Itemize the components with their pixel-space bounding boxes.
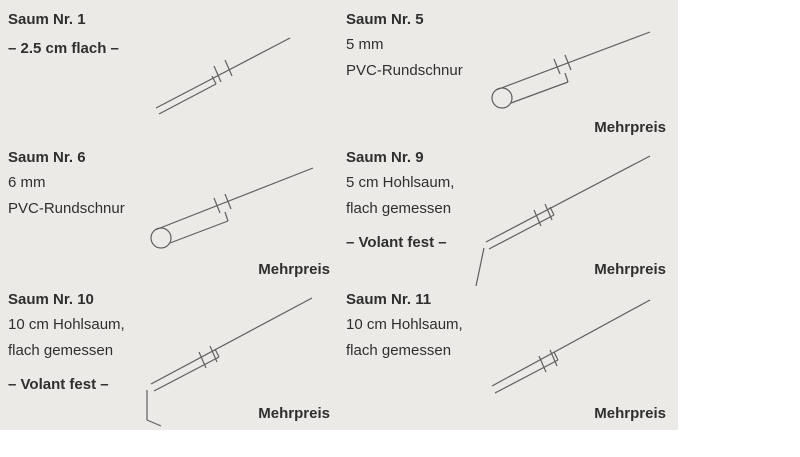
flat-hem-drawing [155,37,291,115]
panel-title: Saum Nr. 1 [8,11,86,28]
hollow-hem-volant-corner-drawing [146,297,313,427]
panel-line: 10 cm Hohlsaum, [8,316,125,333]
panel-title: Saum Nr. 10 [8,291,94,308]
price-note: Mehrpreis [258,405,330,422]
diagram-background [0,0,678,430]
pvc-round-cord-drawing [491,31,651,109]
panel-emphasis: – Volant fest – [346,234,447,251]
price-note: Mehrpreis [594,405,666,422]
panel-line: 6 mm [8,174,46,191]
panel-saum-11: Saum Nr. 11 10 cm Hohlsaum, flach gemess… [346,288,676,426]
panel-line: 5 cm Hohlsaum, [346,174,455,191]
panel-line: flach gemessen [8,342,114,359]
panel-saum-5: Saum Nr. 5 5 mm PVC-Rundschnur Mehrpreis [346,8,676,140]
panel-line: 10 cm Hohlsaum, [346,316,463,333]
panel-line: PVC-Rundschnur [8,200,125,217]
panel-saum-6: Saum Nr. 6 6 mm PVC-Rundschnur Mehrpreis [8,146,338,282]
hollow-hem-drawing [491,299,651,394]
panel-title: Saum Nr. 5 [346,11,424,28]
panel-title: Saum Nr. 9 [346,149,424,166]
panel-line: PVC-Rundschnur [346,62,463,79]
panel-emphasis: – Volant fest – [8,376,109,393]
panel-saum-10: Saum Nr. 10 10 cm Hohlsaum, flach gemess… [8,288,338,427]
panel-title: Saum Nr. 6 [8,149,86,166]
hollow-hem-volant-drawing [475,155,651,287]
panel-emphasis: – 2.5 cm flach – [8,40,119,57]
panel-line: 5 mm [346,36,384,53]
panel-saum-1: Saum Nr. 1 – 2.5 cm flach – [8,8,338,140]
panel-line: flach gemessen [346,342,452,359]
panel-saum-9: Saum Nr. 9 5 cm Hohlsaum, flach gemessen… [346,146,676,287]
pvc-round-cord-drawing [150,167,314,249]
price-note: Mehrpreis [594,261,666,278]
price-note: Mehrpreis [594,119,666,136]
price-note: Mehrpreis [258,261,330,278]
panel-title: Saum Nr. 11 [346,291,432,308]
panel-line: flach gemessen [346,200,452,217]
